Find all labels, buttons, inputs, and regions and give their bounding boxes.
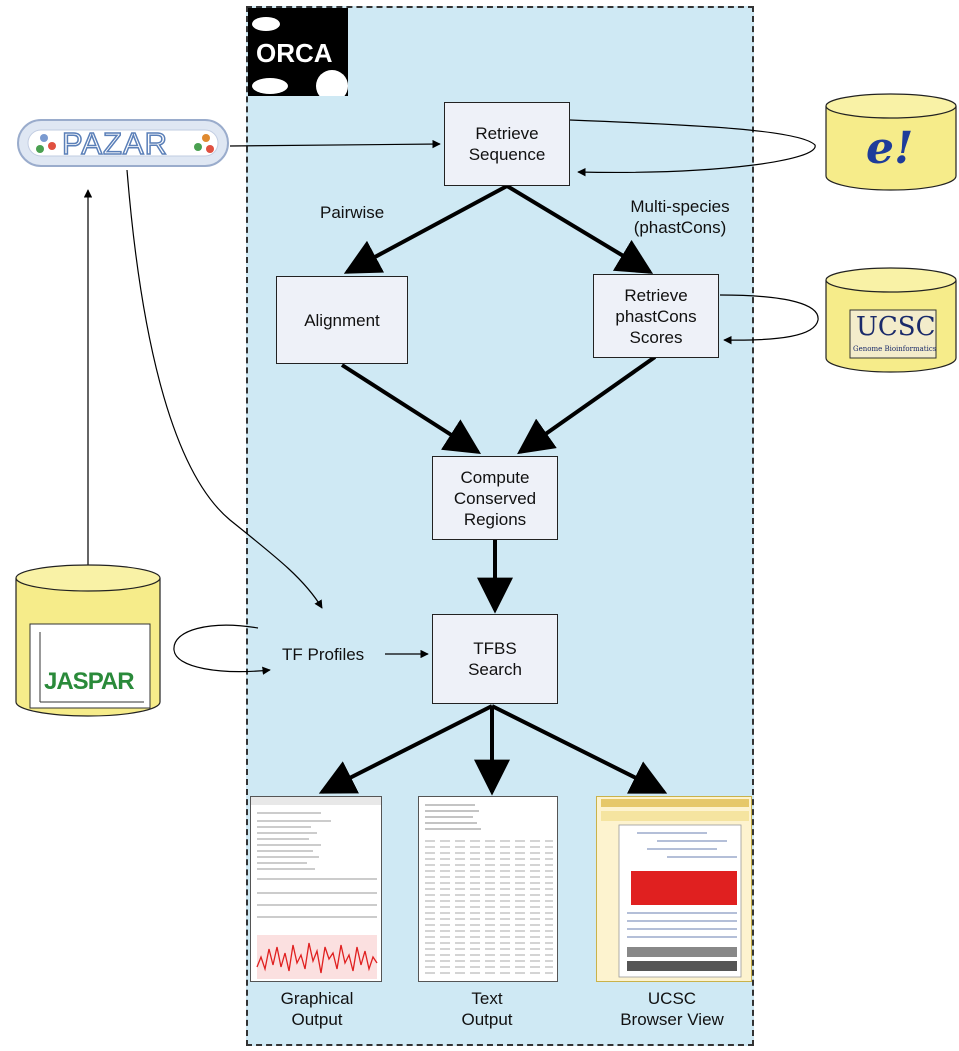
edge-jaspar-loop	[173, 624, 271, 675]
orca-logo: ORCA	[248, 8, 348, 96]
orca-logo-text: ORCA	[256, 38, 333, 68]
jaspar-database: JASPAR	[14, 562, 164, 720]
ensembl-database: e!	[824, 92, 959, 192]
ensembl-logo-text: e!	[866, 123, 914, 174]
tfbs-search-node: TFBS Search	[432, 614, 558, 704]
multispecies-label: Multi-species (phastCons)	[630, 197, 730, 237]
graphical-output-thumbnail	[250, 796, 382, 982]
ucsc-database: UCSC Genome Bioinformatics	[824, 266, 959, 374]
ucsc-logo-subtext: Genome Bioinformatics	[853, 345, 937, 353]
pairwise-label: Pairwise	[320, 203, 385, 222]
pazar-logo: PAZAR	[16, 116, 230, 172]
edge-ensembl-loop	[569, 119, 816, 177]
edge-pazar-tfprofiles	[126, 169, 323, 609]
edge-alignment-compute	[340, 363, 482, 454]
edge-multispecies	[505, 184, 654, 274]
text-output-label: Text Output	[461, 989, 513, 1029]
ucsc-browser-thumbnail	[596, 796, 752, 982]
edge-phastcons-compute	[517, 355, 657, 455]
edge-pazar-retrieve	[229, 139, 441, 149]
edge-ucsc-loop	[719, 294, 819, 345]
jaspar-logo-text: JASPAR	[44, 668, 135, 695]
edge-tfbs-graphical	[318, 704, 493, 794]
edge-pairwise	[343, 184, 508, 274]
alignment-node: Alignment	[276, 276, 408, 364]
retrieve-phastcons-node: Retrieve phastCons Scores	[593, 274, 719, 358]
graphical-output-label: Graphical Output	[280, 989, 354, 1029]
edge-tfbs-ucsc	[491, 704, 668, 794]
ucsc-logo-text: UCSC	[856, 312, 936, 342]
tf-profiles-label: TF Profiles	[282, 645, 365, 664]
compute-conserved-node: Compute Conserved Regions	[432, 456, 558, 540]
retrieve-sequence-node: Retrieve Sequence	[444, 102, 570, 186]
text-output-thumbnail	[418, 796, 558, 982]
pazar-logo-text: PAZAR	[61, 126, 169, 161]
ucsc-browser-label: UCSC Browser View	[620, 989, 724, 1029]
